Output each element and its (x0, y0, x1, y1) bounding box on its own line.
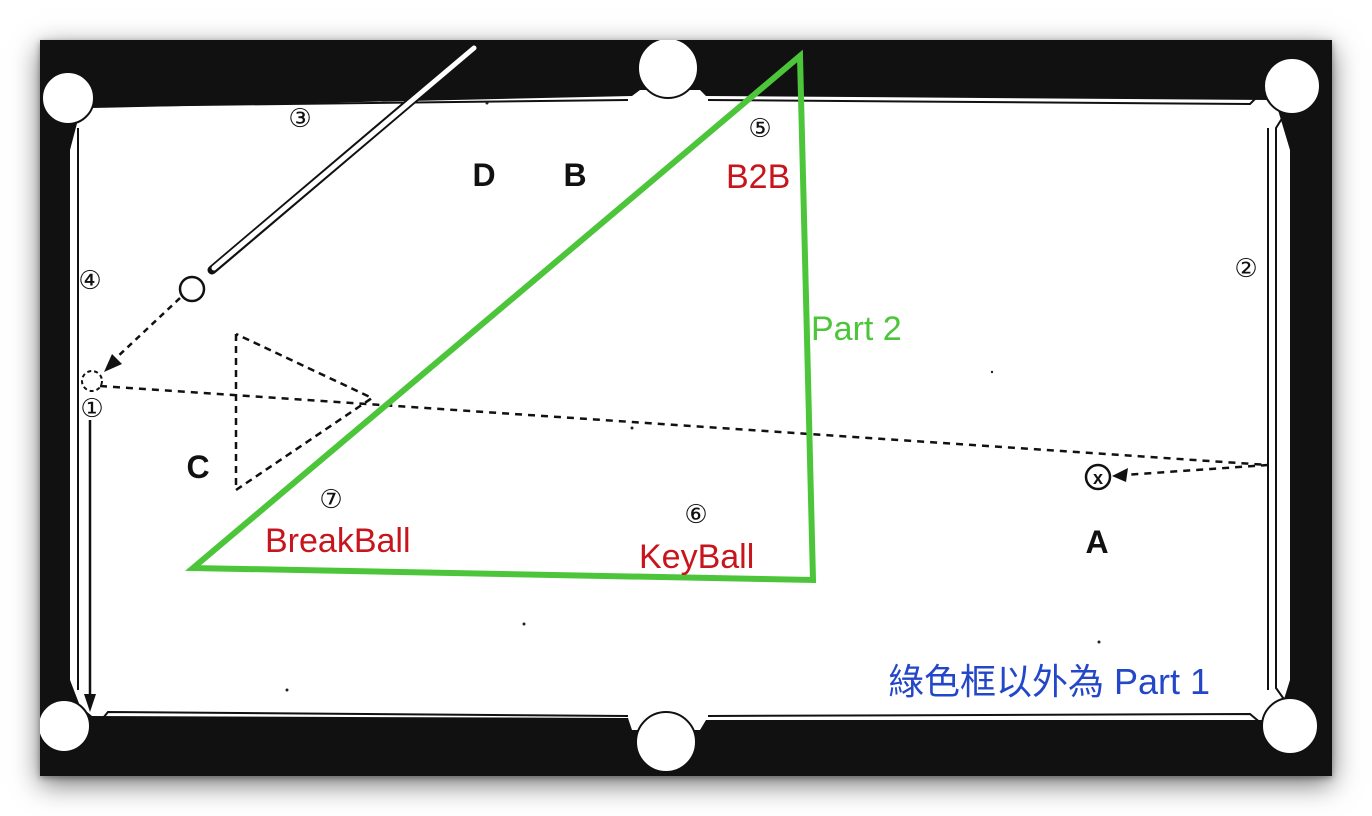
pool-table-diagram: ① ② ③ ④ ⑤ ⑥ ⑦ x D B C A B2B BreakBall Ke… (40, 40, 1332, 776)
pocket-bottom-middle (635, 711, 697, 773)
ball-1: ① (80, 394, 103, 424)
x-ball: x (1084, 463, 1112, 491)
cue-path-arrowhead (104, 354, 122, 372)
zone-letter-a: A (1085, 524, 1108, 560)
x-ball-arrowhead (1112, 468, 1128, 482)
b2b-label: B2B (726, 158, 790, 196)
ball-6: ⑥ (684, 500, 707, 530)
pocket-top-right (1263, 57, 1321, 115)
part-2-green-triangle (184, 49, 817, 584)
object-ball-arrowhead (84, 694, 96, 712)
rack-triangle (234, 332, 375, 493)
cue-ball (178, 275, 206, 303)
keyball-label: KeyBall (639, 538, 754, 576)
pocket-bottom-left (40, 699, 91, 753)
part-2-label: Part 2 (811, 310, 902, 348)
part-1-note: 綠色框以外為 Part 1 (888, 661, 1210, 702)
x-ball-dashed-line (1123, 463, 1269, 477)
x-ball-label: x (1093, 468, 1103, 488)
ghost-ball (81, 370, 103, 392)
ball-5: ⑤ (748, 114, 771, 144)
ball-4: ④ (78, 266, 101, 296)
long-dashed-line (99, 384, 1269, 467)
ball-7: ⑦ (319, 485, 342, 515)
ball-2: ② (1234, 254, 1257, 284)
ball-3: ③ (288, 104, 311, 134)
pocket-bottom-right (1261, 697, 1319, 755)
zone-letters: D B C A (186, 157, 1108, 560)
felt-specks (285, 101, 1101, 692)
cue-ball-path (113, 297, 181, 361)
ball-numbers: ① ② ③ ④ ⑤ ⑥ ⑦ (78, 104, 1257, 530)
zone-letter-b: B (563, 157, 586, 193)
table-felt (70, 90, 1290, 730)
zone-letter-d: D (472, 157, 495, 193)
breakball-label: BreakBall (265, 522, 411, 560)
red-annotations: B2B BreakBall KeyBall (265, 158, 790, 576)
pocket-top-left (41, 71, 95, 125)
cue-stick (207, 41, 481, 275)
pocket-top-middle (637, 40, 699, 99)
screenshot-frame: ① ② ③ ④ ⑤ ⑥ ⑦ x D B C A B2B BreakBall Ke… (40, 40, 1332, 776)
zone-letter-c: C (186, 449, 209, 485)
pockets (40, 40, 1321, 773)
